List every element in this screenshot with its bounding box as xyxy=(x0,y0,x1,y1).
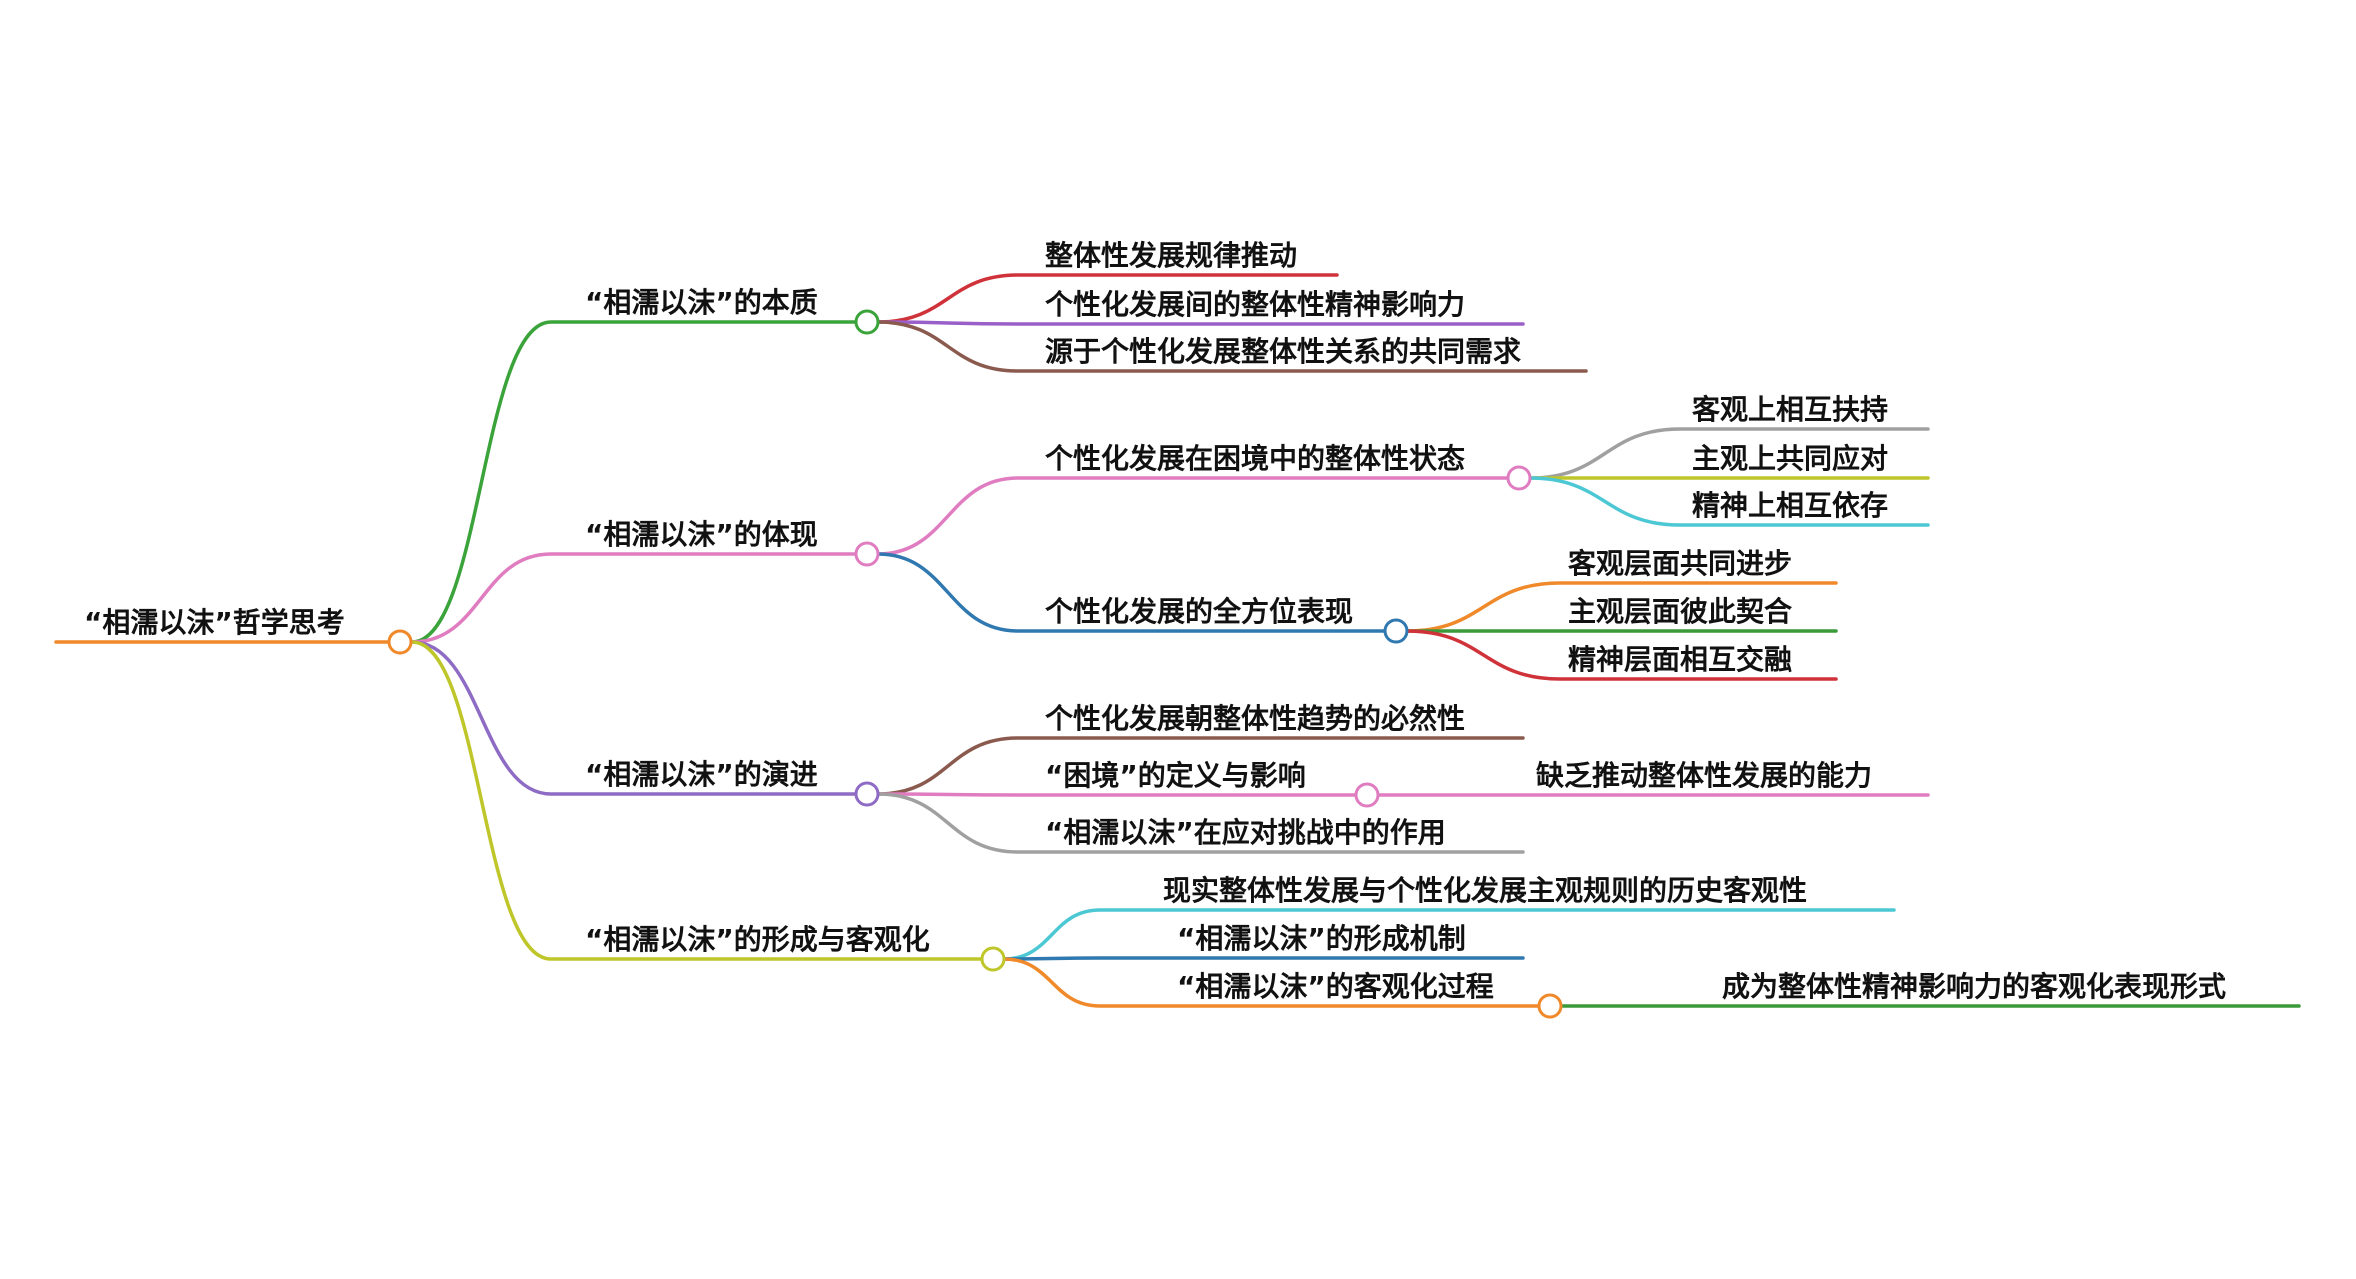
branch-line xyxy=(410,552,858,644)
subtopic[interactable]: 源于个性化发展整体性关系的共同需求 xyxy=(1045,335,1521,368)
detail-line xyxy=(1528,427,1930,480)
subtopic[interactable]: 现实整体性发展与个性化发展主观规则的历史客观性 xyxy=(1163,874,1807,907)
detail-topic[interactable]: 精神层面相互交融 xyxy=(1568,643,1792,676)
collapse-toggle-icon[interactable] xyxy=(854,781,880,807)
subtopic-line xyxy=(876,792,1358,797)
subtopic-line xyxy=(876,320,1525,326)
detail-line xyxy=(1528,476,1930,527)
subtopic[interactable]: 个性化发展朝整体性趋势的必然性 xyxy=(1045,702,1465,735)
subtopic[interactable]: “相濡以沫”的客观化过程 xyxy=(1177,970,1494,1003)
subtopic[interactable]: 个性化发展的全方位表现 xyxy=(1045,595,1353,628)
branch-line xyxy=(410,640,858,796)
detail-topic[interactable]: 客观上相互扶持 xyxy=(1692,393,1888,426)
subtopic-line xyxy=(876,320,1588,373)
detail-topic[interactable]: 缺乏推动整体性发展的能力 xyxy=(1536,759,1872,792)
collapse-toggle-icon[interactable] xyxy=(1506,465,1532,491)
subtopic-line xyxy=(876,792,1525,854)
subtopic-line xyxy=(876,273,1339,324)
detail-topic[interactable]: 客观层面共同进步 xyxy=(1568,547,1792,580)
subtopic[interactable]: “相濡以沫”在应对挑战中的作用 xyxy=(1045,816,1446,849)
branch-topic[interactable]: “相濡以沫”的本质 xyxy=(585,286,818,319)
branch-topic[interactable]: “相濡以沫”的形成与客观化 xyxy=(585,923,930,956)
detail-topic[interactable]: 精神上相互依存 xyxy=(1692,489,1888,522)
subtopic[interactable]: “困境”的定义与影响 xyxy=(1045,759,1306,792)
branch-topic[interactable]: “相濡以沫”的演进 xyxy=(585,758,818,791)
subtopic[interactable]: 个性化发展间的整体性精神影响力 xyxy=(1045,288,1465,321)
subtopic-line xyxy=(1002,908,1896,961)
branch-topic[interactable]: “相濡以沫”的体现 xyxy=(585,518,818,551)
collapse-toggle-icon[interactable] xyxy=(1354,782,1380,808)
detail-topic[interactable]: 主观上共同应对 xyxy=(1692,442,1888,475)
collapse-toggle-icon[interactable] xyxy=(980,946,1006,972)
subtopic-line xyxy=(876,476,1510,556)
subtopic-line xyxy=(1002,957,1541,1008)
detail-topic[interactable]: 主观层面彼此契合 xyxy=(1568,595,1793,628)
branch-line xyxy=(410,320,858,644)
collapse-toggle-icon[interactable] xyxy=(1537,993,1563,1019)
detail-line xyxy=(1405,629,1838,681)
subtopic[interactable]: “相濡以沫”的形成机制 xyxy=(1177,922,1466,955)
detail-line xyxy=(1405,581,1838,633)
subtopic-line xyxy=(1002,956,1525,961)
collapse-toggle-icon[interactable] xyxy=(387,629,413,655)
collapse-toggle-icon[interactable] xyxy=(854,541,880,567)
subtopic-line xyxy=(876,552,1387,633)
branch-line xyxy=(410,640,984,961)
subtopic-line xyxy=(876,736,1525,796)
subtopic[interactable]: 整体性发展规律推动 xyxy=(1045,239,1297,272)
root-topic[interactable]: “相濡以沫”哲学思考 xyxy=(84,606,345,639)
detail-topic[interactable]: 成为整体性精神影响力的客观化表现形式 xyxy=(1722,970,2226,1003)
collapse-toggle-icon[interactable] xyxy=(1383,618,1409,644)
collapse-toggle-icon[interactable] xyxy=(854,309,880,335)
subtopic[interactable]: 个性化发展在困境中的整体性状态 xyxy=(1045,442,1465,475)
